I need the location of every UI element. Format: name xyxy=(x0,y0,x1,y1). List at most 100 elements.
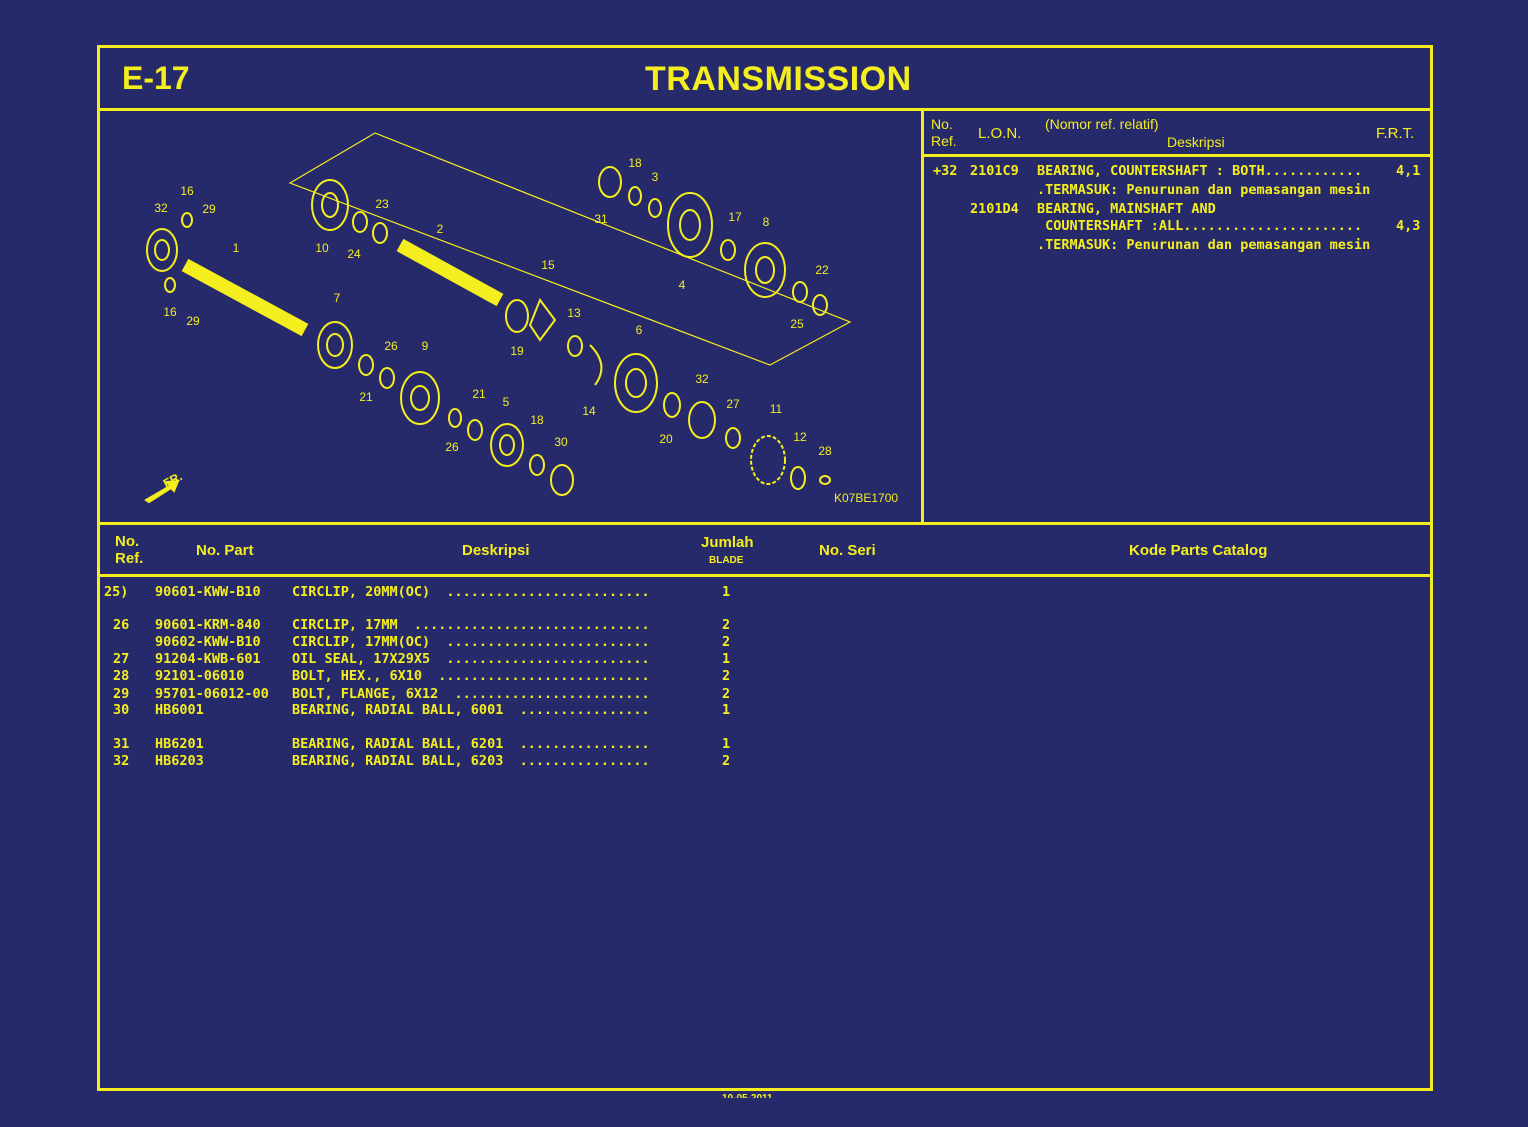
cell-ref: 30 xyxy=(113,702,130,718)
cell-qty: 1 xyxy=(722,651,731,667)
col-header-serial: No. Seri xyxy=(819,542,876,559)
cell-qty: 2 xyxy=(722,617,731,633)
cell-desc: CIRCLIP, 20MM(OC) ......................… xyxy=(292,584,650,600)
callout-number: 24 xyxy=(347,247,361,261)
front-direction-arrow-icon xyxy=(144,479,180,504)
figure-code: K07BE1700 xyxy=(834,491,898,505)
cell-qty: 2 xyxy=(722,634,731,650)
cell-ref: 28 xyxy=(113,668,130,684)
col-header-desc: Deskripsi xyxy=(462,542,530,559)
callout-number: 21 xyxy=(359,390,373,404)
rel-header-lon: L.O.N. xyxy=(978,125,1022,142)
cell-qty: 1 xyxy=(722,584,731,600)
section-code: E-17 xyxy=(122,60,190,96)
direction-label: FR. xyxy=(161,469,185,490)
callout-number: 25 xyxy=(790,317,804,331)
rel-lon: 2101D4 xyxy=(970,201,1019,217)
callout-number: 8 xyxy=(763,215,770,229)
callout-number: 7 xyxy=(334,291,341,305)
callout-number: 14 xyxy=(582,404,596,418)
cell-part: 90602-KWW-B10 xyxy=(155,634,261,650)
callout-number: 32 xyxy=(695,372,709,386)
callout-number: 18 xyxy=(628,156,642,170)
callout-number: 9 xyxy=(422,339,429,353)
rel-frt: 4,1 xyxy=(1396,163,1421,179)
callout-number: 29 xyxy=(202,202,216,216)
cell-part: 90601-KRM-840 xyxy=(155,617,261,633)
page-title: TRANSMISSION xyxy=(645,60,912,98)
callout-number: 23 xyxy=(375,197,389,211)
callout-number: 12 xyxy=(793,430,807,444)
callout-number: 2 xyxy=(437,222,444,236)
callout-number: 3 xyxy=(652,170,659,184)
callout-number: 16 xyxy=(180,184,194,198)
callout-number: 29 xyxy=(186,314,200,328)
cell-qty: 2 xyxy=(722,686,731,702)
rel-header-desc: Deskripsi xyxy=(1167,134,1225,150)
rel-header-frt: F.R.T. xyxy=(1376,125,1415,142)
callout-number: 22 xyxy=(815,263,829,277)
callout-number: 4 xyxy=(679,278,686,292)
cell-part: HB6201 xyxy=(155,736,204,752)
divider xyxy=(97,574,1430,577)
countershaft xyxy=(396,238,504,307)
callout-number: 26 xyxy=(384,339,398,353)
callout-number: 21 xyxy=(472,387,486,401)
callout-number: 26 xyxy=(445,440,459,454)
callout-number: 1 xyxy=(233,241,240,255)
callout-number: 6 xyxy=(636,323,643,337)
divider xyxy=(97,108,1430,111)
rel-frt: 4,3 xyxy=(1396,218,1421,234)
divider xyxy=(97,522,1430,525)
cell-ref: 29 xyxy=(113,686,130,702)
rel-ref: +32 xyxy=(933,163,958,179)
col-header-no-part: No. Part xyxy=(196,542,254,559)
callout-number: 15 xyxy=(541,258,555,272)
rel-desc: BEARING, COUNTERSHAFT : BOTH............ xyxy=(1037,163,1363,179)
callout-number: 32 xyxy=(154,201,168,215)
catalog-page-frame xyxy=(97,45,1433,1091)
cell-ref: 27 xyxy=(113,651,130,667)
divider xyxy=(921,110,924,523)
rel-desc: COUNTERSHAFT :ALL...................... xyxy=(1037,218,1363,234)
cell-part: HB6001 xyxy=(155,702,204,718)
divider xyxy=(923,154,1430,157)
cell-ref: 25) xyxy=(104,584,129,600)
mainshaft xyxy=(181,258,309,337)
callout-number: 19 xyxy=(510,344,524,358)
callout-number: 13 xyxy=(567,306,581,320)
callout-number: 16 xyxy=(163,305,177,319)
cell-part: 90601-KWW-B10 xyxy=(155,584,261,600)
callout-number: 31 xyxy=(594,212,608,226)
rel-lon: 2101C9 xyxy=(970,163,1019,179)
assembly-outline xyxy=(288,132,852,366)
callout-number: 17 xyxy=(728,210,742,224)
cell-qty: 1 xyxy=(722,702,731,718)
cell-part: 95701-06012-00 xyxy=(155,686,269,702)
rel-desc: .TERMASUK: Penurunan dan pemasangan mesi… xyxy=(1037,182,1371,198)
col-header-qty-sub: BLADE xyxy=(709,555,744,566)
callout-number: 20 xyxy=(659,432,673,446)
cell-desc: OIL SEAL, 17X29X5 ......................… xyxy=(292,651,650,667)
cell-desc: BEARING, RADIAL BALL, 6001 .............… xyxy=(292,702,650,718)
callout-number: 10 xyxy=(315,241,329,255)
callout-number: 30 xyxy=(554,435,568,449)
cell-desc: BEARING, RADIAL BALL, 6203 .............… xyxy=(292,753,650,769)
cell-desc: CIRCLIP, 17MM(OC) ......................… xyxy=(292,634,650,650)
cell-desc: CIRCLIP, 17MM ..........................… xyxy=(292,617,650,633)
cell-desc: BEARING, RADIAL BALL, 6201 .............… xyxy=(292,736,650,752)
callout-number: 18 xyxy=(530,413,544,427)
cell-part: 91204-KWB-601 xyxy=(155,651,261,667)
cell-ref: 26 xyxy=(113,617,130,633)
cell-ref: 31 xyxy=(113,736,130,752)
col-header-catalog: Kode Parts Catalog xyxy=(1129,542,1268,559)
cell-part: 92101-06010 xyxy=(155,668,245,684)
rel-header-no-ref: No. Ref. xyxy=(931,116,957,149)
cell-qty: 2 xyxy=(722,668,731,684)
cell-ref: 32 xyxy=(113,753,130,769)
rel-desc: .TERMASUK: Penurunan dan pemasangan mesi… xyxy=(1037,237,1371,253)
callout-number: 5 xyxy=(503,395,510,409)
cell-desc: BOLT, FLANGE, 6X12 .....................… xyxy=(292,686,650,702)
callout-number: 28 xyxy=(818,444,832,458)
